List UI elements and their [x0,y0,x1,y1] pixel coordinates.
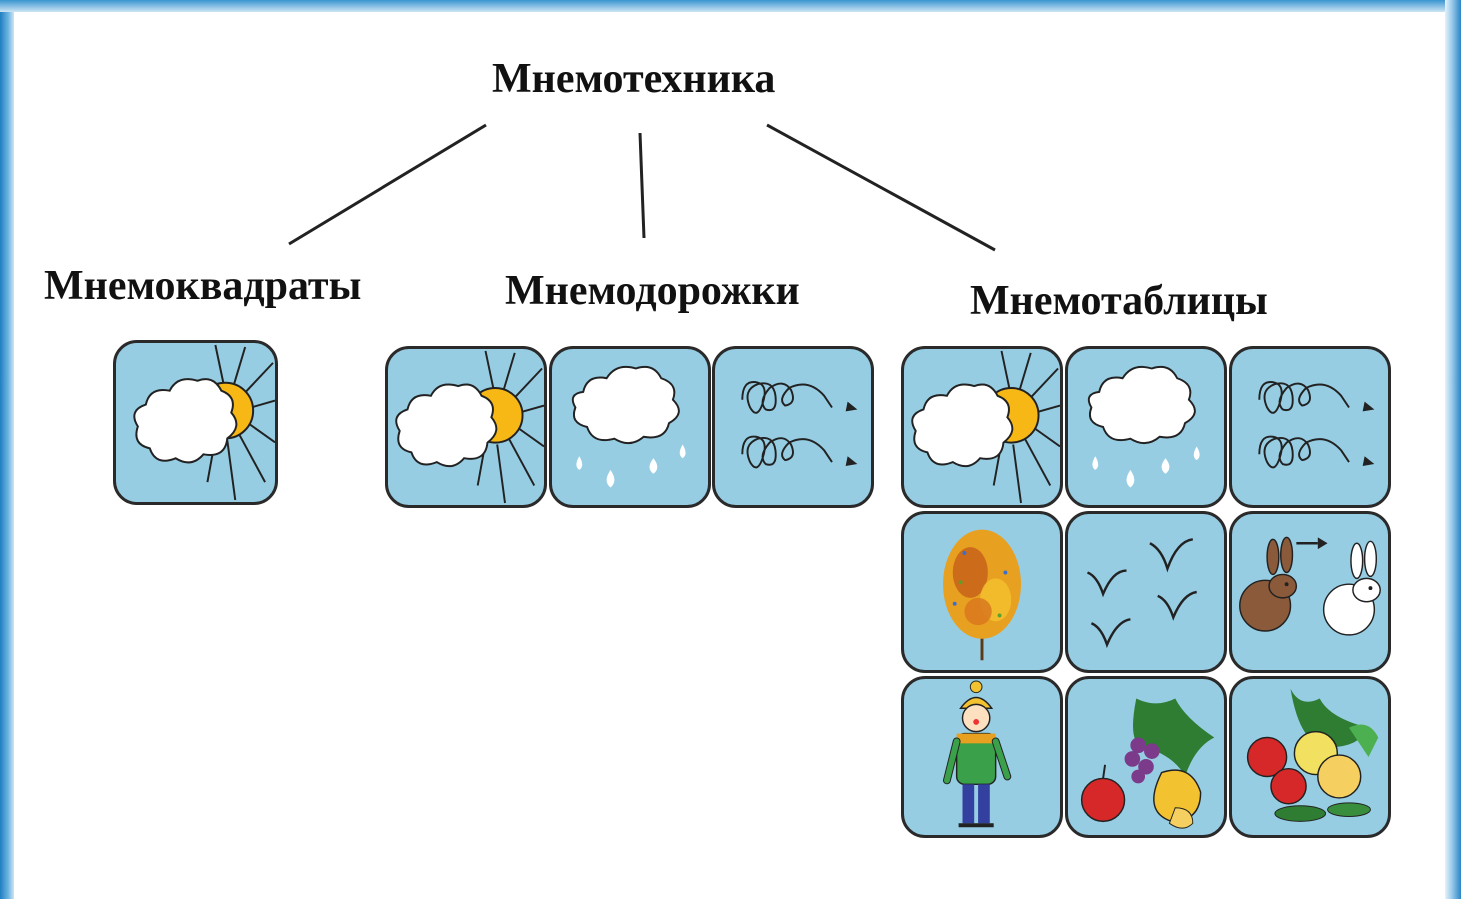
sun-cloud-icon [395,350,544,504]
sun-cloud-icon [133,344,275,501]
fruits-icon [1080,698,1215,829]
window-frame-right [1445,0,1461,899]
window-frame-left [0,0,14,899]
root-title: Мнемотехника [492,56,776,102]
mnemo-road-tile-3 [712,346,874,508]
birds-flying-icon [1086,538,1197,649]
window-frame-top [0,0,1461,12]
branch-label-squares: Мнемоквадраты [44,263,362,309]
branch-label-roads: Мнемодорожки [505,268,800,314]
hare-changing-coat-icon [1239,536,1381,636]
mnemo-table-tile-8 [1065,676,1227,838]
sun-cloud-icon [911,350,1060,504]
mnemo-road-tile-2 [549,346,711,508]
rain-cloud-icon [571,365,686,488]
connector-to-squares [288,123,487,246]
mnemo-table-tile-7 [901,676,1063,838]
wind-icon [741,381,858,469]
mnemo-square-tile [113,340,278,505]
autumn-tree-icon [943,529,1021,661]
mnemo-table-tile-5 [1065,511,1227,673]
mnemo-table-tile-4 [901,511,1063,673]
branch-label-tables: Мнемотаблицы [970,278,1268,324]
connector-to-roads [638,132,646,239]
mnemo-table-tile-6 [1229,511,1391,673]
rain-cloud-icon [1087,365,1200,488]
connector-to-tables [766,123,996,252]
mnemo-road-tile-1 [385,346,547,508]
mnemo-table-tile-3 [1229,346,1391,508]
wind-icon [1258,381,1375,469]
child-in-warm-clothes-icon [943,680,1012,828]
mnemo-table-tile-1 [901,346,1063,508]
mnemo-table-tile-2 [1065,346,1227,508]
vegetables-icon [1246,688,1379,822]
mnemo-table-tile-9 [1229,676,1391,838]
